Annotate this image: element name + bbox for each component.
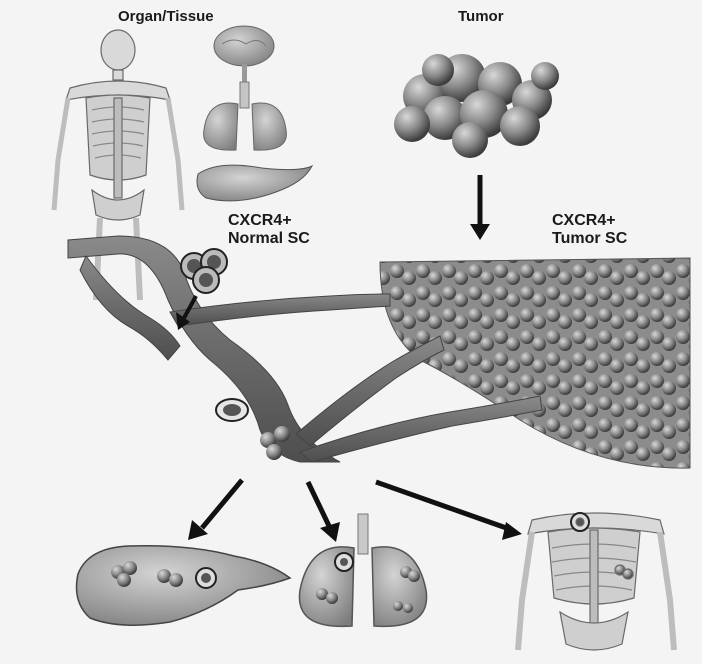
- skeleton-metastasis-icon: [518, 513, 674, 650]
- tumor-label: Tumor: [458, 8, 504, 25]
- tumor-mass-icon: [394, 54, 559, 158]
- tumor-sc-label: CXCR4+ Tumor SC: [552, 212, 627, 249]
- arrow-down: [470, 175, 490, 240]
- tumor-tissue: [380, 258, 690, 468]
- normal-sc-label-line1: CXCR4+: [228, 212, 310, 230]
- liver-icon: [197, 165, 312, 201]
- arrow-to-lungs: [308, 482, 340, 542]
- lungs-icon: [204, 82, 287, 150]
- arrow-to-liver: [188, 480, 242, 540]
- organ-tissue-label: Organ/Tissue: [118, 8, 214, 25]
- liver-metastasis-icon: [77, 546, 291, 625]
- arrow-to-bone: [376, 482, 522, 540]
- lungs-metastasis-icon: [299, 514, 426, 626]
- normal-sc-label: CXCR4+ Normal SC: [228, 212, 310, 249]
- normal-sc-label-line2: Normal SC: [228, 230, 310, 248]
- tumor-sc-label-line2: Tumor SC: [552, 230, 627, 248]
- tumor-sc-label-line1: CXCR4+: [552, 212, 627, 230]
- brain-icon: [214, 26, 274, 88]
